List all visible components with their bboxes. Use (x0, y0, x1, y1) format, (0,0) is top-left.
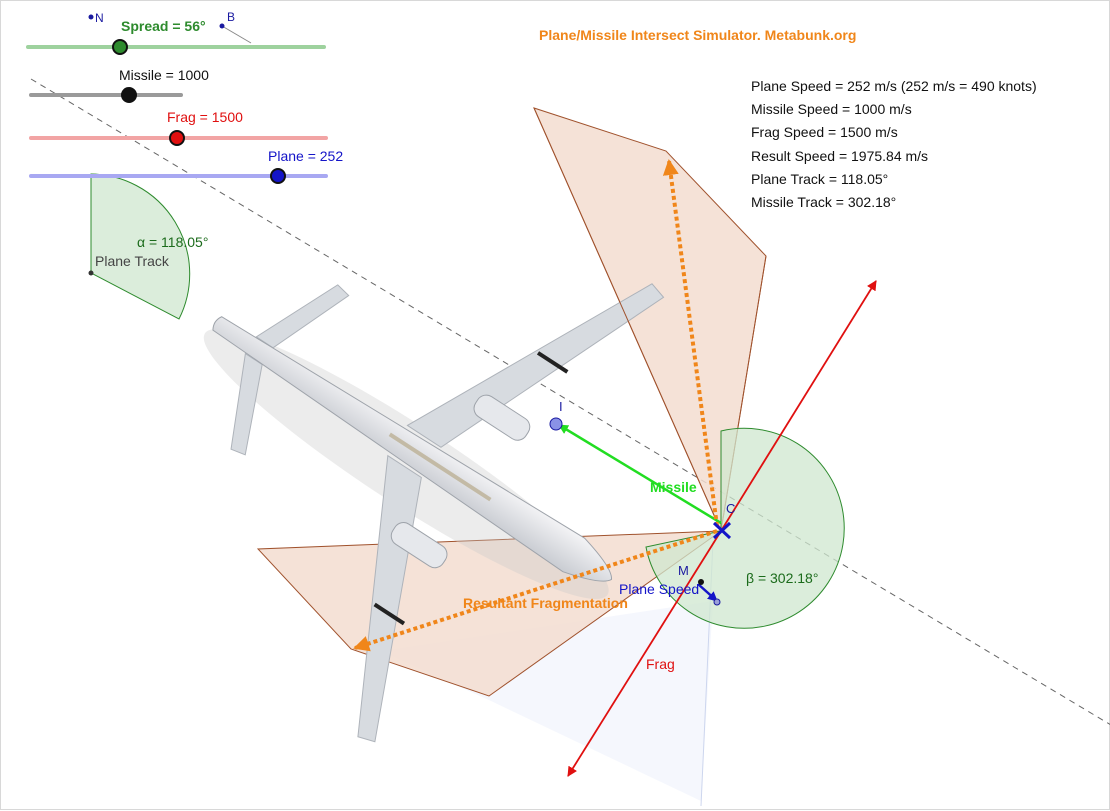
airplane-icon (203, 283, 665, 743)
frag-vector-backward (567, 530, 722, 777)
readout-missile-speed: Missile Speed = 1000 m/s (751, 101, 912, 117)
angle-beta-label: β = 302.18° (746, 570, 818, 586)
point-n[interactable] (88, 14, 94, 20)
plane-speed-vector (697, 583, 718, 602)
readout-frag-speed: Frag Speed = 1500 m/s (751, 124, 898, 140)
point-b[interactable] (219, 23, 225, 29)
point-n-label: N (95, 11, 104, 25)
plane-speed-end-point[interactable] (713, 598, 721, 606)
plane-speed-label: Plane Speed (619, 581, 699, 597)
point-i-label: I (559, 399, 563, 414)
missile-slider[interactable] (29, 87, 183, 103)
point-c-label: C (726, 501, 735, 516)
spread-slider-label: Spread = 56° (121, 18, 206, 34)
resultant-vector-forward (662, 159, 719, 527)
spread-slider-handle[interactable] (112, 39, 128, 55)
cone-edge (533, 107, 722, 532)
plane-slider-label: Plane = 252 (268, 148, 343, 164)
plane-track-line (30, 78, 1110, 725)
frag-slider-handle[interactable] (169, 130, 185, 146)
frag-slider[interactable] (29, 130, 328, 146)
frag-slider-label: Frag = 1500 (167, 109, 243, 125)
readout-plane-track: Plane Track = 118.05° (751, 171, 888, 187)
point-m-label: M (678, 563, 689, 578)
missile-slider-label: Missile = 1000 (119, 67, 209, 83)
frag-vector-forward (720, 280, 877, 532)
missile-vector-label: Missile (650, 479, 697, 495)
missile-slider-handle[interactable] (121, 87, 137, 103)
plane-track-label: Plane Track (95, 253, 170, 269)
point-m[interactable] (698, 579, 704, 585)
resultant-vector-backward (353, 529, 718, 652)
spread-slider[interactable] (26, 39, 326, 55)
readout-panel: Plane Speed = 252 m/s (252 m/s = 490 kno… (751, 78, 1037, 210)
angle-beta-sector (645, 427, 845, 629)
plane-slider[interactable] (29, 168, 328, 184)
plane-track-point[interactable] (88, 270, 94, 276)
app-title: Plane/Missile Intersect Simulator. Metab… (539, 27, 856, 43)
point-i[interactable] (549, 417, 563, 431)
readout-result-speed: Result Speed = 1975.84 m/s (751, 148, 928, 164)
resultant-label: Resultant Fragmentation (463, 595, 628, 611)
point-c[interactable] (712, 521, 732, 540)
angle-alpha-label: α = 118.05° (137, 234, 208, 250)
point-b-label: B (227, 10, 235, 24)
plane-slider-handle[interactable] (270, 168, 286, 184)
missile-vector (558, 423, 722, 525)
frag-vector-label: Frag (646, 656, 675, 672)
readout-missile-track: Missile Track = 302.18° (751, 194, 896, 210)
readout-plane-speed: Plane Speed = 252 m/s (252 m/s = 490 kno… (751, 78, 1037, 94)
spread-indicator-line (221, 25, 252, 44)
